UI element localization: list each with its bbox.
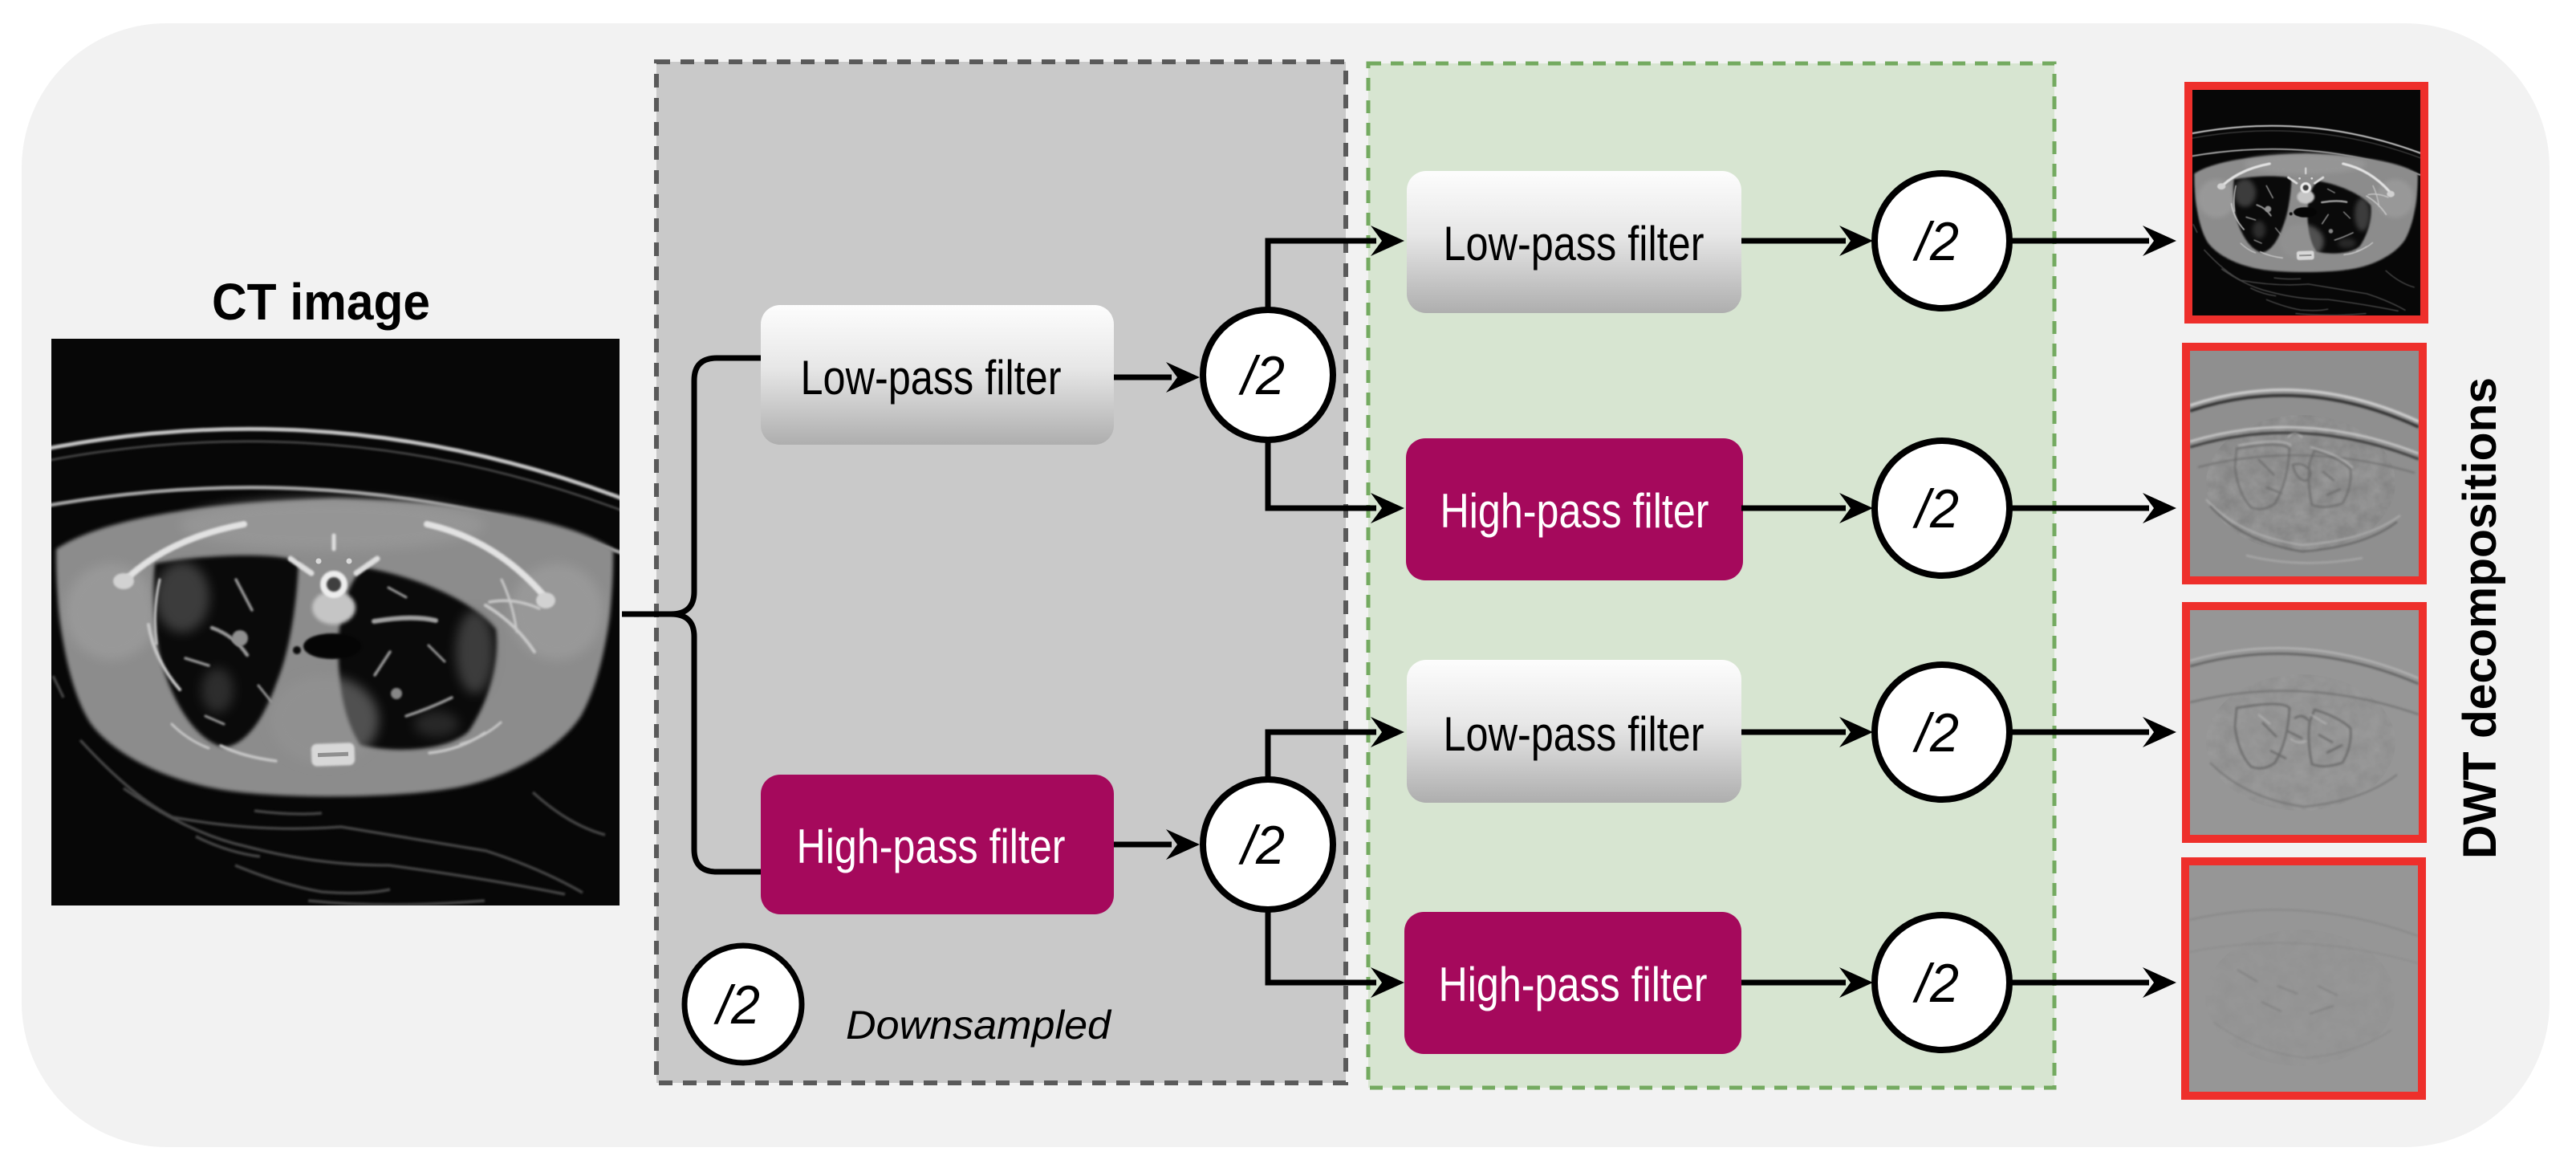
svg-text:High-pass filter: High-pass filter [797,820,1066,873]
svg-text:Low-pass filter: Low-pass filter [1444,217,1704,271]
svg-text:High-pass filter: High-pass filter [1439,958,1708,1011]
svg-text:/2: /2 [1912,211,1959,272]
svg-text:Low-pass filter: Low-pass filter [1444,707,1704,761]
svg-text:/2: /2 [1912,702,1959,763]
svg-text:Low-pass filter: Low-pass filter [801,351,1062,405]
svg-text:/2: /2 [1238,815,1285,876]
svg-text:/2: /2 [1912,953,1959,1014]
svg-text:/2: /2 [1912,478,1959,539]
svg-text:/2: /2 [1238,345,1285,406]
svg-text:Downsampled: Downsampled [846,1003,1112,1048]
svg-text:High-pass filter: High-pass filter [1440,484,1709,538]
svg-text:DWT decompositions: DWT decompositions [2454,377,2506,859]
svg-text:CT image: CT image [212,273,430,331]
svg-text:/2: /2 [713,975,760,1036]
